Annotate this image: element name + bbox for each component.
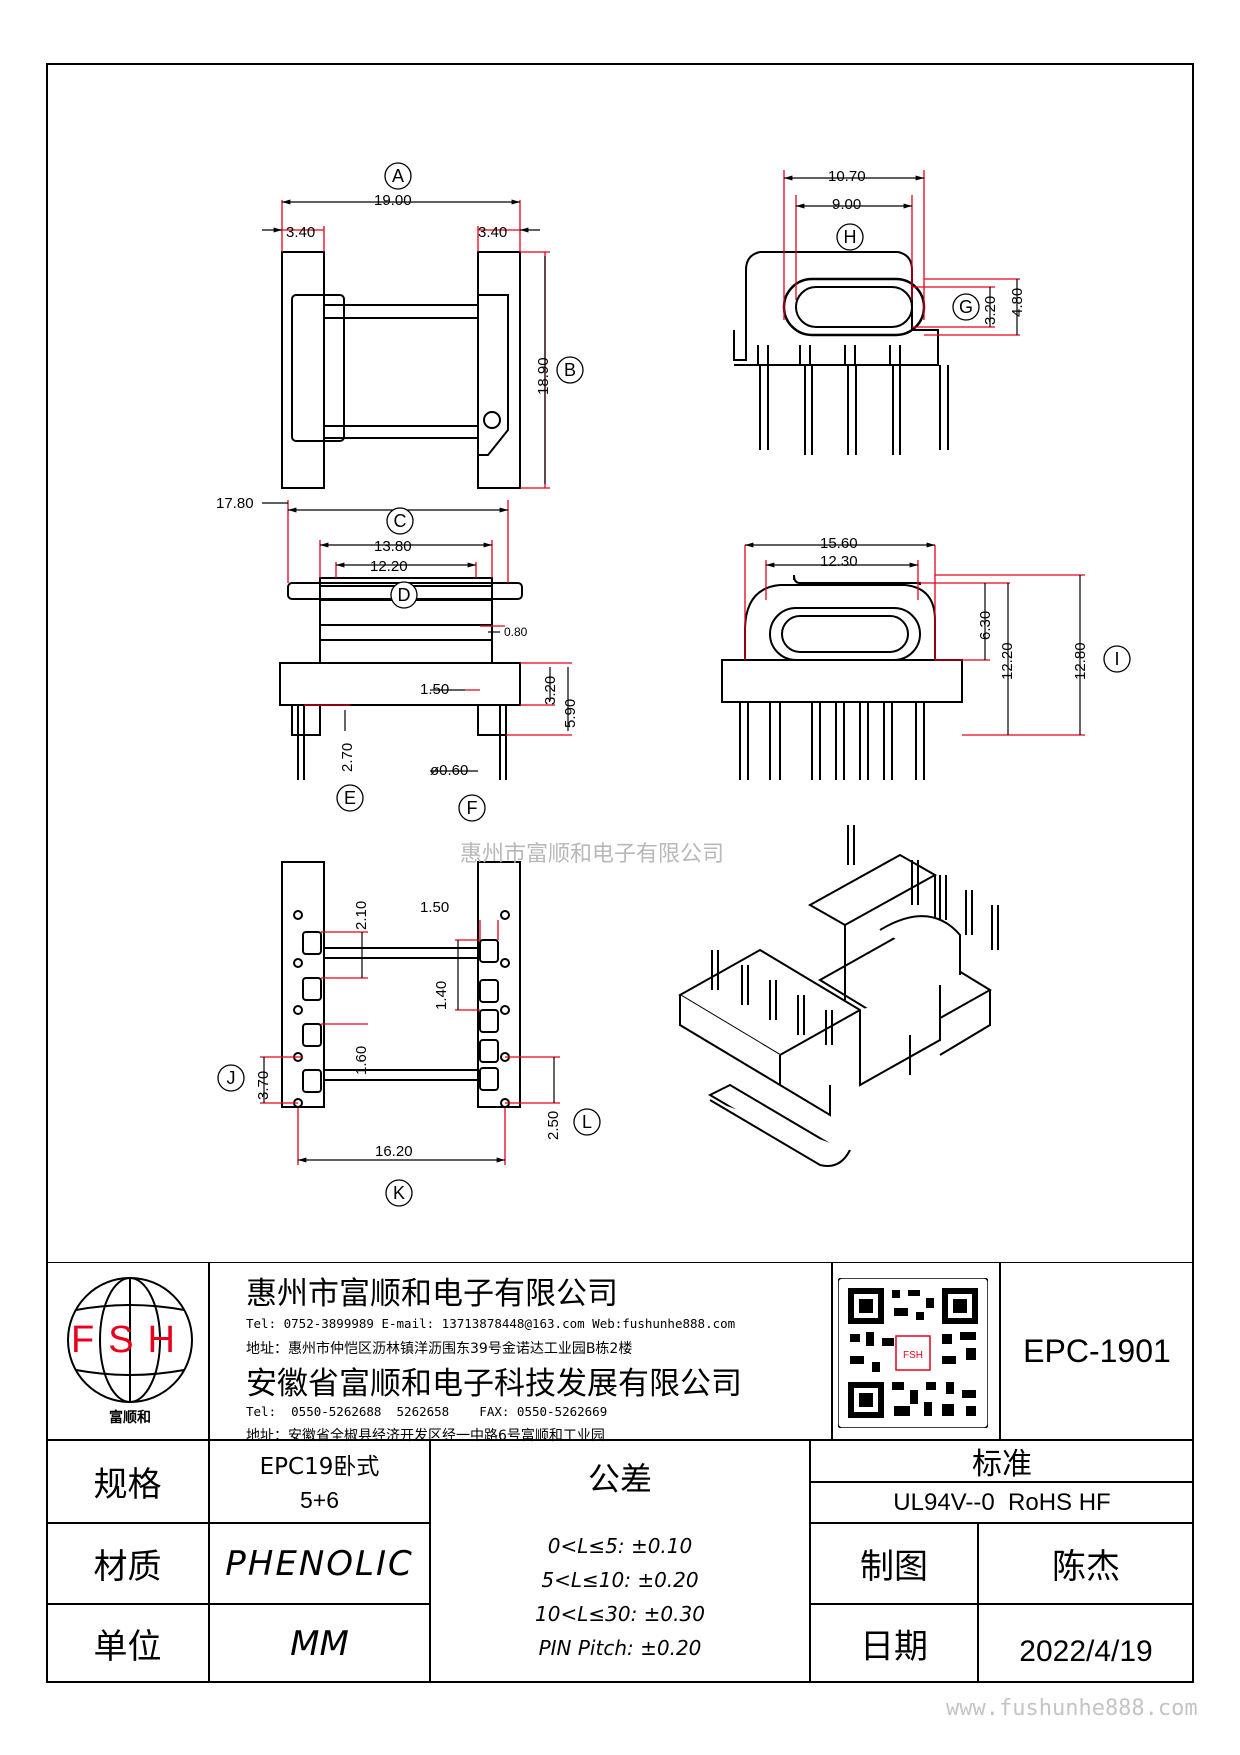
top-view-dims [281, 200, 550, 489]
dim-a-left: 3.40 [286, 224, 315, 241]
date-label: 日期 [860, 1627, 928, 1667]
dim-k: 16.20 [375, 1143, 413, 1160]
dim-j: 3.70 [255, 1071, 272, 1100]
material-value: PHENOLIC [225, 1543, 414, 1584]
dim-e: 2.70 [339, 743, 356, 772]
dim-h: 9.00 [832, 196, 861, 213]
logo-caption: 富顺和 [109, 1409, 151, 1425]
dim-bot-b: 1.40 [433, 981, 450, 1010]
tolerance-label: 公差 [587, 1460, 652, 1498]
dim-h2: 12.20 [999, 642, 1016, 680]
dim-bot-a: 2.10 [353, 901, 370, 930]
tolerance-4: PIN Pitch: ±0.20 [538, 1636, 702, 1660]
dim-side-w2: 12.30 [820, 553, 858, 570]
qr-logo-letters: FSH [903, 1350, 923, 1361]
dim-g-outer: 4.80 [1009, 288, 1026, 317]
top-view [281, 251, 521, 489]
label-l: L [582, 1112, 592, 1132]
label-h: H [844, 227, 857, 247]
company1-name: 惠州市富顺和电子有限公司 [246, 1276, 618, 1312]
label-c: C [394, 511, 407, 531]
dim-pin-offset: 1.50 [420, 681, 449, 698]
dim-a-right: 3.40 [478, 224, 507, 241]
dim-total-h: 5.90 [562, 699, 579, 728]
logo-letters: FSH [71, 1319, 189, 1361]
fsh-logo: FSH 富顺和 [67, 1277, 193, 1425]
label-f: F [467, 798, 478, 818]
company2-address: 地址：安徽省全椒县经济开发区经一中路6号富顺和工业园 [246, 1428, 605, 1444]
isometric-view [678, 853, 992, 1167]
company2-name: 安徽省富顺和电子科技发展有限公司 [246, 1366, 742, 1402]
label-k: K [393, 1183, 405, 1203]
dim-c-outer: 17.80 [216, 495, 254, 512]
unit-label: 单位 [93, 1627, 162, 1667]
dim-bot-c: 1.60 [353, 1046, 370, 1075]
label-i: I [1114, 649, 1119, 669]
dim-g: 3.20 [982, 296, 999, 325]
isometric-pins [711, 825, 999, 1045]
standard-value: UL94V--0 RoHS HF [893, 1488, 1111, 1516]
dim-wall: 0.80 [504, 625, 528, 639]
watermark-company: 惠州市富顺和电子有限公司 [460, 842, 725, 867]
bottom-view-dims [260, 920, 560, 1165]
spec-label: 规格 [93, 1465, 162, 1505]
side-view-bottom-dims [744, 545, 1085, 736]
spec-value-2: 5+6 [299, 1486, 339, 1513]
dim-h-outer: 10.70 [828, 168, 866, 185]
standard-label: 标准 [972, 1447, 1032, 1482]
side-view-top-dims [783, 170, 1020, 336]
dim-base-h: 3.20 [542, 676, 559, 705]
company1-address: 地址：惠州市仲恺区沥林镇洋沥围东39号金诺达工业园B栋2楼 [246, 1341, 633, 1357]
drawn-value: 陈杰 [1052, 1547, 1120, 1587]
dim-l: 2.50 [545, 1111, 562, 1140]
dim-a: 19.00 [374, 192, 412, 209]
qr-code: FSH [838, 1278, 988, 1428]
bottom-view [281, 861, 521, 1108]
unit-value: MM [290, 1623, 349, 1664]
label-b: B [564, 360, 576, 380]
dim-bot-pin: 1.50 [420, 899, 449, 916]
part-number: EPC-1901 [1023, 1333, 1171, 1369]
side-view-bottom [721, 574, 963, 780]
dim-f: ø0.60 [430, 762, 468, 779]
technical-drawing: 19.00 3.40 3.40 18.90 17.80 13.80 12.20 … [216, 162, 1131, 1207]
watermark-url: www.fushunhe888.com [946, 1696, 1198, 1721]
company1-contact: Tel: 0752-3899989 E-mail: 13713878448@16… [246, 1316, 736, 1331]
side-view-top [733, 251, 949, 455]
dim-b: 18.90 [535, 357, 552, 395]
label-g: G [959, 297, 973, 317]
dim-c: 13.80 [374, 538, 412, 555]
label-d: D [398, 585, 411, 605]
front-view-dims [287, 500, 572, 736]
tolerance-1: 0<L≤5: ±0.10 [547, 1534, 693, 1558]
tolerance-3: 10<L≤30: ±0.30 [535, 1602, 705, 1626]
label-a: A [392, 166, 404, 186]
dim-i: 12.80 [1072, 642, 1089, 680]
material-label: 材质 [93, 1547, 162, 1587]
title-block-grid [46, 1262, 1194, 1683]
label-j: J [227, 1068, 236, 1088]
company2-contact: Tel: 0550-5262688 5262658 FAX: 0550-5262… [246, 1404, 608, 1419]
dim-side-w: 15.60 [820, 535, 858, 552]
dim-h1: 6.30 [977, 611, 994, 640]
label-e: E [344, 788, 356, 808]
drawn-label: 制图 [860, 1547, 928, 1587]
front-view [279, 577, 523, 780]
circled-labels [217, 162, 1131, 1207]
spec-value-1: EPC19卧式 [259, 1454, 380, 1480]
date-value: 2022/4/19 [1019, 1634, 1153, 1668]
drawing-frame [46, 63, 1194, 1683]
dim-d: 12.20 [370, 558, 408, 575]
tolerance-2: 5<L≤10: ±0.20 [541, 1568, 699, 1592]
